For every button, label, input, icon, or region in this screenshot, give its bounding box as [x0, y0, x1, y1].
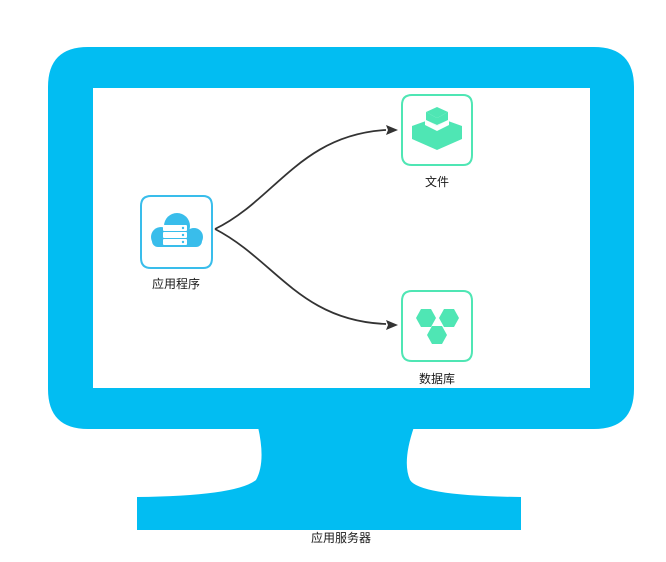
monitor-bezel	[48, 47, 634, 429]
hexagon-cluster-icon	[416, 309, 459, 344]
arrow-app-to-database	[214, 228, 387, 325]
arrow-head-file	[386, 125, 398, 135]
database-label: 数据库	[419, 371, 455, 386]
server-label: 应用服务器	[311, 530, 371, 545]
app-label: 应用程序	[152, 276, 200, 291]
arrow-head-database	[386, 320, 398, 330]
edges	[214, 125, 398, 330]
layers-icon	[412, 107, 462, 150]
file-node[interactable]	[401, 94, 473, 166]
cloud-server-icon	[151, 213, 203, 247]
monitor-stand	[137, 427, 521, 530]
monitor-icon	[48, 47, 634, 530]
file-label: 文件	[425, 174, 449, 189]
database-node[interactable]	[401, 290, 473, 362]
arrow-app-to-file	[214, 129, 387, 230]
app-node[interactable]	[140, 195, 213, 269]
